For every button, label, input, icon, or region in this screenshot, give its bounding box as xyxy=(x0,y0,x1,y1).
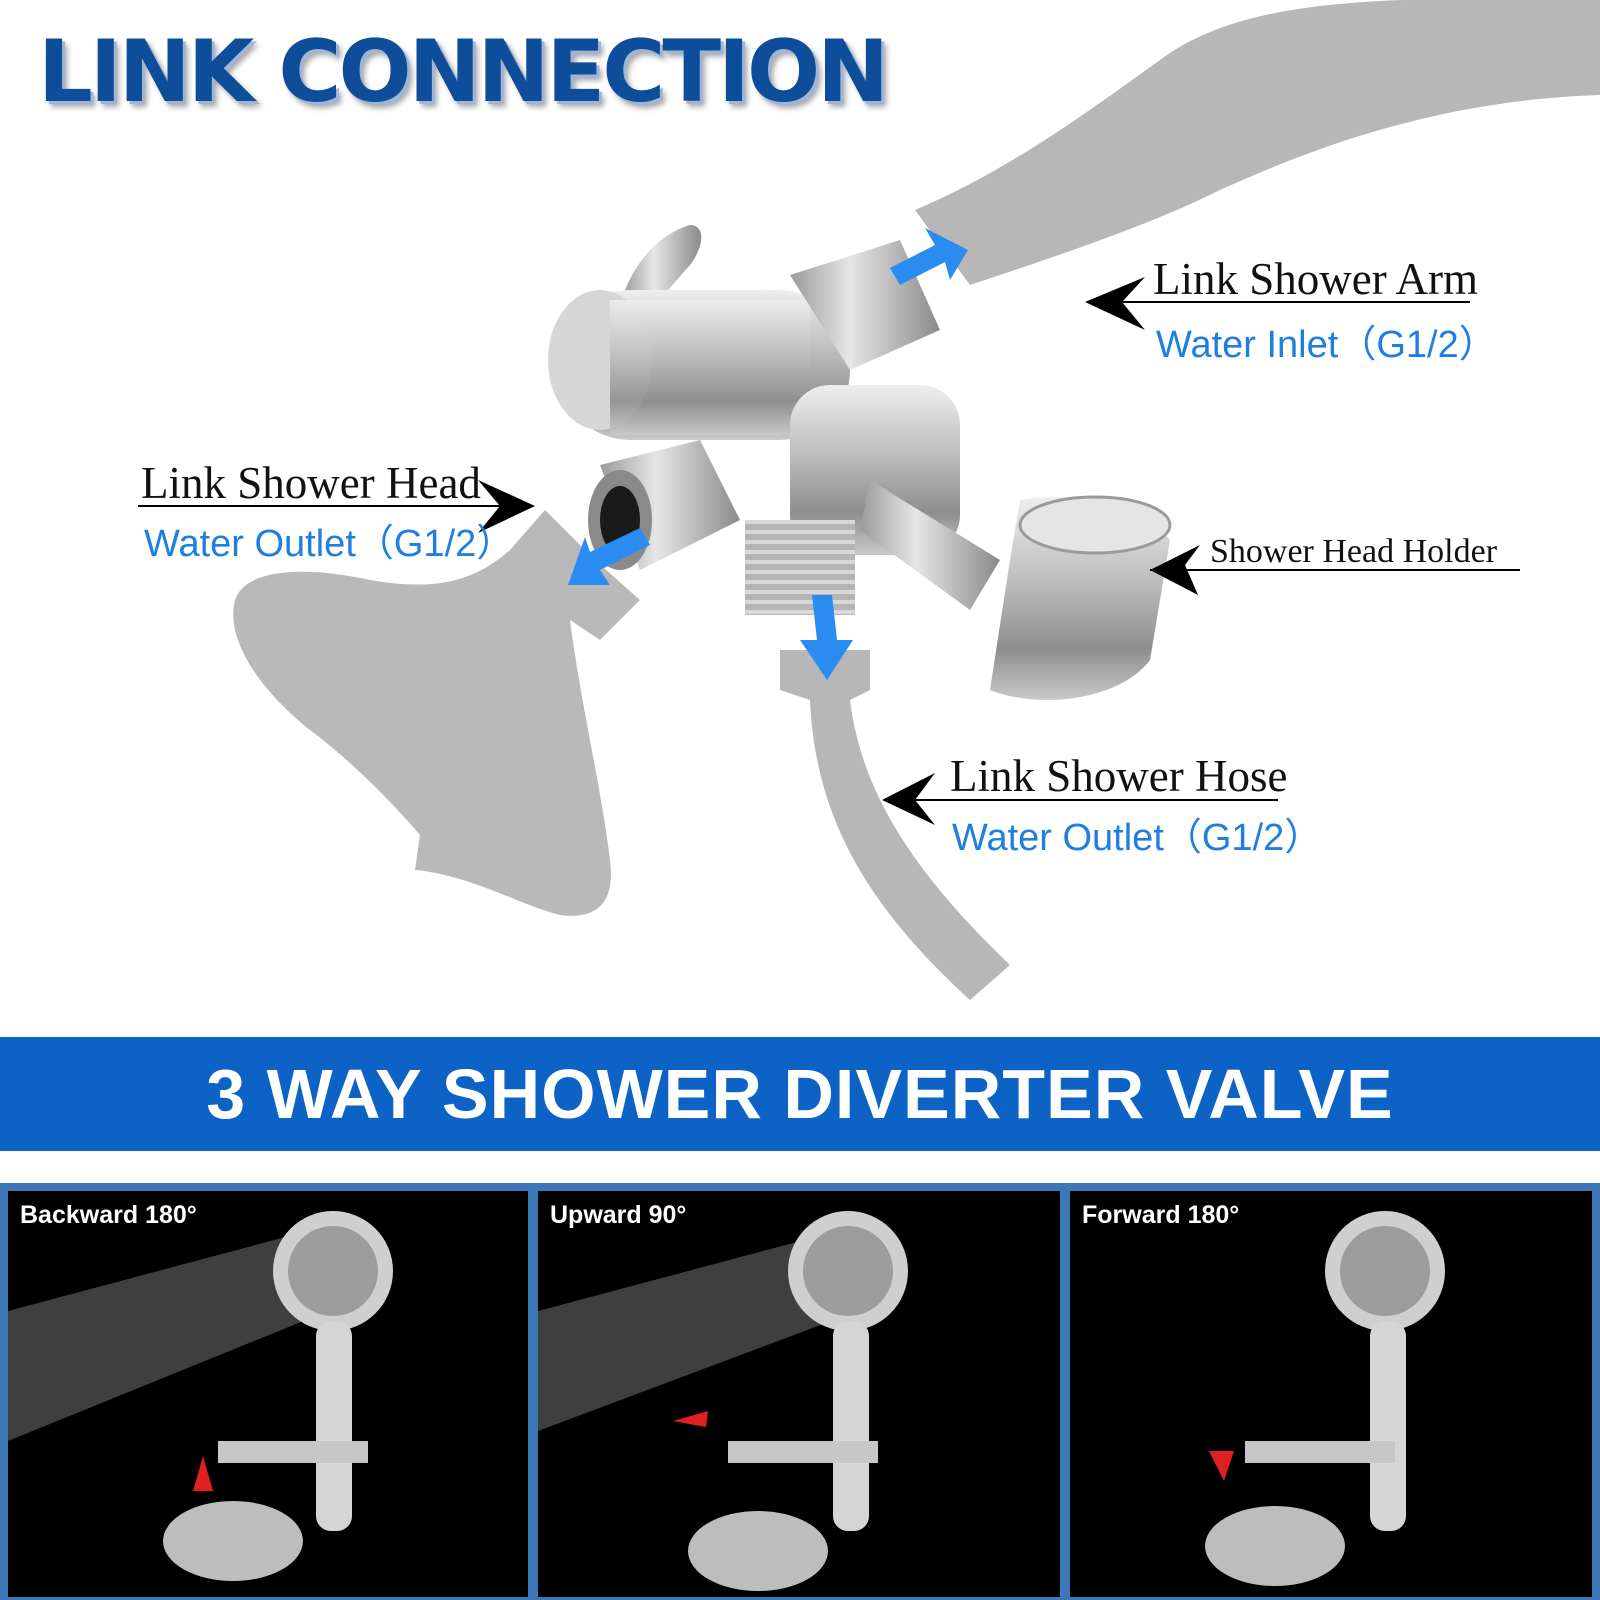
callout-hose-title: Link Shower Hose xyxy=(950,751,1288,801)
pointer-arrow-hose xyxy=(882,773,1278,825)
rotation-arrow-icon xyxy=(673,1411,708,1427)
shower-head-silhouette xyxy=(233,510,640,916)
flow-arrow-inlet xyxy=(890,228,968,285)
fixed-shower-head xyxy=(1205,1506,1345,1586)
diverter-body xyxy=(218,1441,368,1463)
panel-forward-illustration xyxy=(1205,1211,1445,1586)
handheld-handle xyxy=(1370,1321,1406,1531)
water-spray xyxy=(8,1231,328,1441)
pointer-arrow-arm xyxy=(1085,277,1470,330)
pointer-arrow-head xyxy=(138,480,535,533)
callout-hose-sub: Water Outlet（G1/2） xyxy=(952,817,1323,859)
shower-hose-silhouette xyxy=(780,650,1010,1000)
panel-backward: Backward 180° xyxy=(8,1191,528,1597)
callout-head-title: Link Shower Head xyxy=(141,458,481,508)
water-spray xyxy=(538,1231,858,1431)
pointer-arrow-holder xyxy=(1150,545,1520,595)
fixed-shower-head xyxy=(163,1501,303,1581)
panel-upward: Upward 90° xyxy=(538,1191,1060,1597)
handheld-handle xyxy=(316,1321,352,1531)
flow-arrow-head-outlet xyxy=(568,528,650,585)
callout-arm-sub: Water Inlet（G1/2） xyxy=(1156,324,1497,366)
panel-backward-label: Backward 180° xyxy=(20,1201,197,1229)
rotation-arrow-icon xyxy=(193,1456,213,1491)
callout-head-sub: Water Outlet（G1/2） xyxy=(144,523,515,565)
handheld-handle xyxy=(833,1321,869,1531)
panel-backward-illustration xyxy=(8,1211,393,1581)
flow-arrow-hose-outlet xyxy=(800,595,853,680)
panel-forward-label: Forward 180° xyxy=(1082,1201,1240,1229)
panel-forward: Forward 180° xyxy=(1070,1191,1592,1597)
diverter-body xyxy=(1245,1441,1395,1463)
banner-text: 3 WAY SHOWER DIVERTER VALVE xyxy=(206,1055,1394,1133)
banner: 3 WAY SHOWER DIVERTER VALVE xyxy=(0,1037,1600,1151)
rotation-panels: Backward 180° Upward 90° Forward 180° xyxy=(0,1183,1600,1600)
diverter-body xyxy=(728,1441,878,1463)
diverter-valve xyxy=(548,225,1172,700)
fixed-shower-head xyxy=(688,1511,828,1591)
callout-holder-title: Shower Head Holder xyxy=(1210,533,1498,570)
panel-upward-illustration xyxy=(538,1211,908,1591)
page-title: LINK CONNECTION xyxy=(38,22,889,122)
rotation-arrow-icon xyxy=(1209,1451,1234,1481)
panel-upward-label: Upward 90° xyxy=(550,1201,687,1229)
callout-arm-title: Link Shower Arm xyxy=(1153,254,1478,304)
connection-diagram xyxy=(138,0,1600,1000)
shower-arm-silhouette xyxy=(915,0,1600,285)
